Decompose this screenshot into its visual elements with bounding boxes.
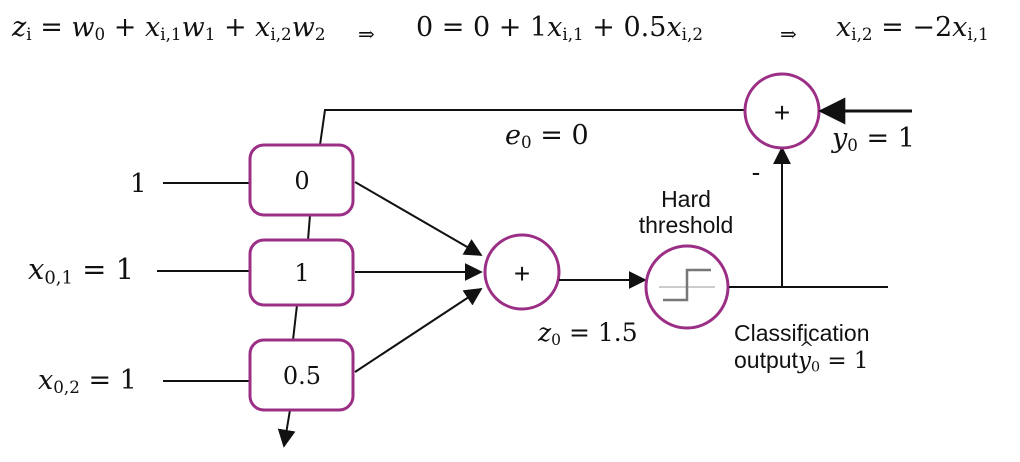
weight-box-w1 <box>248 238 355 307</box>
classification-output-label: Classification outputy0 = 1 <box>734 320 870 382</box>
weight-update-arrow <box>277 409 296 448</box>
implies-arrow-2: ⇒ <box>780 22 797 46</box>
formula-solved: xi,2 = −2xi,1 <box>836 12 989 45</box>
weight-value-w1: 1 <box>294 259 309 287</box>
step-function-icon <box>663 268 711 302</box>
weight-box-w2 <box>248 338 355 412</box>
error-label: e0 = 0 <box>505 120 589 153</box>
implies-arrow-1: ⇒ <box>358 22 375 46</box>
bias-input-label: 1 <box>130 169 147 199</box>
minus-sign: - <box>752 157 761 187</box>
error-sum-node-symbol: + <box>774 97 790 128</box>
weight-update-path <box>319 109 745 146</box>
arrow-w0-to-sum <box>354 181 483 256</box>
arrow-w2-to-sum <box>354 288 483 373</box>
x02-input-label: x0,2 = 1 <box>38 365 137 398</box>
weight-value-w2: 0.5 <box>283 362 321 390</box>
threshold-label-line1: Hard <box>661 186 711 212</box>
classification-output-line2: outputy0 = 1 <box>734 335 870 382</box>
formula-substituted: 0 = 0 + 1xi,1 + 0.5xi,2 <box>416 12 703 45</box>
formula-general: zi = w0 + xi,1w1 + xi,2w2 <box>12 12 326 45</box>
threshold-label: Hard threshold <box>624 186 748 238</box>
x01-input-label: x0,1 = 1 <box>28 252 135 289</box>
weight-value-w0: 0 <box>294 167 309 195</box>
sum-node <box>483 233 561 311</box>
threshold-label-line2: threshold <box>638 212 734 238</box>
sum-node-symbol: + <box>514 258 530 289</box>
weight-box-w0 <box>248 143 355 217</box>
weight-link-1 <box>307 214 311 241</box>
weight-link-2 <box>292 304 298 341</box>
target-label: y0 = 1 <box>832 123 915 156</box>
sum-output-label: z0 = 1.5 <box>538 318 638 349</box>
